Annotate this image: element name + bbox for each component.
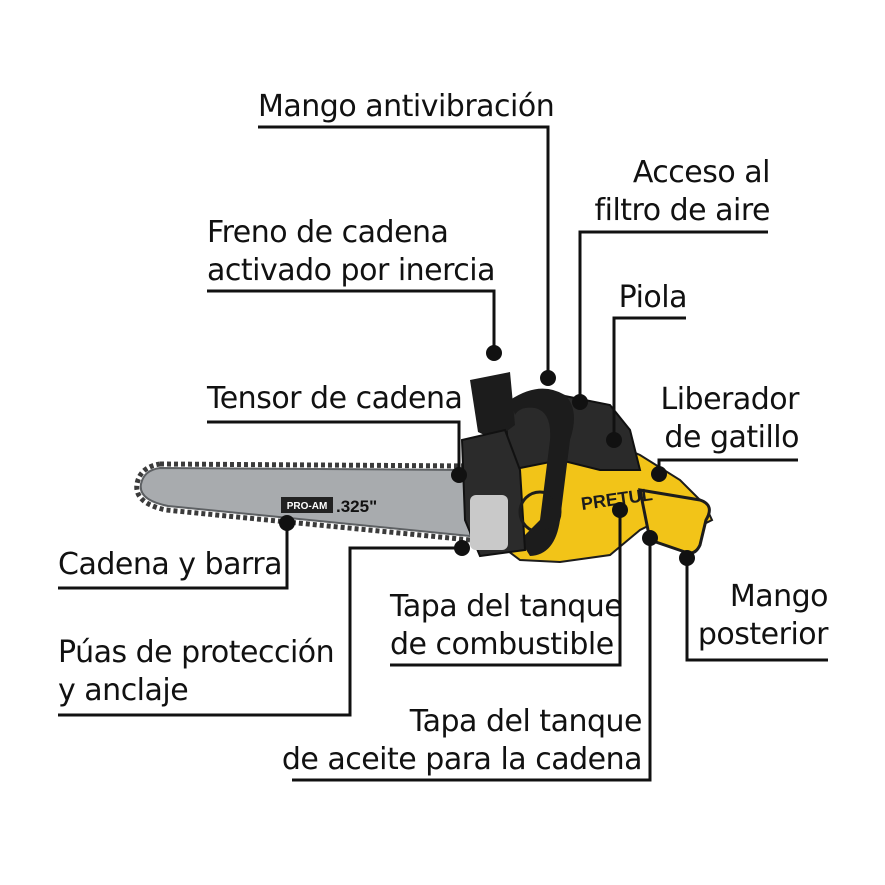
leader-piola bbox=[612, 316, 686, 440]
label-liberador-gatillo: Liberador de gatillo bbox=[661, 381, 800, 457]
dot-piola bbox=[606, 432, 622, 448]
label-line: Tensor de cadena bbox=[207, 381, 463, 416]
dot-mango-antivibracion bbox=[540, 370, 556, 386]
label-line: Cadena y barra bbox=[58, 547, 283, 582]
label-puas: Púas de protección y anclaje bbox=[58, 634, 335, 710]
label-line: Acceso al bbox=[632, 155, 771, 190]
leader-tapa-aceite bbox=[292, 538, 652, 782]
label-line: de combustible bbox=[390, 627, 614, 662]
chainsaw-illustration: PRO-AM .325" PRETUL bbox=[134, 372, 714, 564]
bar-pitch: .325" bbox=[336, 497, 377, 516]
dot-liberador-gatillo bbox=[651, 466, 667, 482]
label-line: Tapa del tanque bbox=[390, 589, 623, 624]
leader-mango-posterior bbox=[685, 558, 828, 662]
leader-cadena-barra bbox=[58, 523, 289, 590]
starter-grille bbox=[518, 490, 562, 534]
leader-lines bbox=[58, 125, 828, 782]
label-piola: Piola bbox=[618, 279, 688, 317]
leader-tensor-cadena bbox=[207, 420, 461, 475]
chain bbox=[134, 461, 473, 543]
dot-mango-posterior bbox=[679, 550, 695, 566]
label-mango-antivibracion: Mango antivibración bbox=[258, 88, 555, 126]
label-tapa-aceite: Tapa del tanque de aceite para la cadena bbox=[281, 703, 643, 779]
leader-dots bbox=[279, 345, 695, 566]
label-freno-cadena: Freno de cadena activado por inercia bbox=[207, 214, 496, 290]
label-line: Mango bbox=[729, 579, 829, 614]
label-line: activado por inercia bbox=[207, 253, 496, 288]
dot-tapa-combustible bbox=[612, 502, 628, 518]
dot-puas bbox=[454, 540, 470, 556]
dot-tapa-aceite bbox=[642, 530, 658, 546]
bar-logo-box bbox=[281, 497, 333, 513]
label-mango-posterior: Mango posterior bbox=[697, 578, 829, 654]
label-line: Mango antivibración bbox=[258, 89, 555, 124]
dot-tensor-cadena bbox=[451, 467, 467, 483]
label-line: y anclaje bbox=[58, 673, 189, 708]
front-handle bbox=[510, 388, 574, 556]
clutch-cover-metal bbox=[470, 495, 508, 550]
chain-brake-guard bbox=[470, 372, 515, 440]
leader-freno-cadena bbox=[207, 289, 496, 353]
bar-brand: PRO-AM bbox=[287, 501, 328, 512]
label-line: posterior bbox=[697, 617, 829, 652]
label-line: Púas de protección bbox=[58, 635, 335, 670]
dot-freno-cadena bbox=[486, 345, 502, 361]
label-line: de aceite para la cadena bbox=[281, 742, 643, 777]
label-cadena-barra: Cadena y barra bbox=[58, 546, 283, 584]
dot-acceso-filtro bbox=[572, 394, 588, 410]
leader-liberador-gatillo bbox=[657, 458, 798, 474]
label-acceso-filtro: Acceso al filtro de aire bbox=[594, 154, 771, 230]
leader-puas bbox=[58, 546, 462, 717]
label-line: de gatillo bbox=[664, 420, 799, 455]
label-line: filtro de aire bbox=[594, 193, 771, 228]
label-line: Tapa del tanque bbox=[409, 704, 643, 739]
label-tapa-combustible: Tapa del tanque de combustible bbox=[390, 588, 623, 664]
leader-acceso-filtro bbox=[578, 230, 768, 402]
dot-cadena-barra bbox=[279, 515, 295, 531]
label-tensor-cadena: Tensor de cadena bbox=[207, 380, 463, 418]
label-line: Piola bbox=[618, 280, 688, 315]
label-line: Liberador bbox=[660, 382, 800, 417]
leader-tapa-combustible bbox=[390, 510, 622, 667]
label-line: Freno de cadena bbox=[207, 215, 449, 250]
leader-mango-antivibracion bbox=[258, 125, 550, 378]
